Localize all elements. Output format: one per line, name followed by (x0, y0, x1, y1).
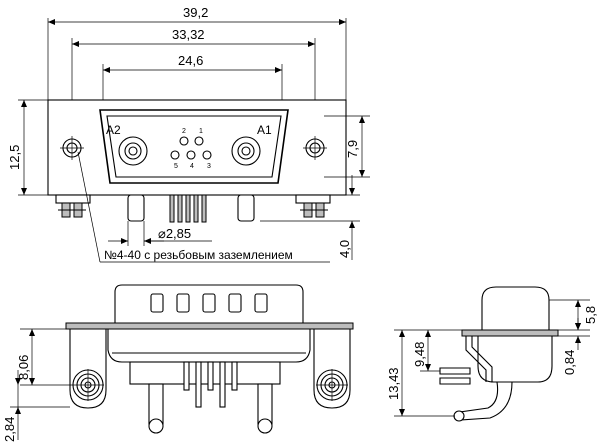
front-flange (65, 322, 354, 330)
d-shell-outer (99, 109, 289, 184)
dim-5-8: 5,8 (583, 306, 598, 324)
top-view: 39,2 33,32 24,6 12,5 A2 A1 (7, 5, 370, 263)
side-flange (461, 329, 559, 337)
dim-diameter-2-85: ⌀2,85 (158, 226, 191, 241)
pin-number: 4 (190, 163, 194, 170)
dim-7-9: 7,9 (345, 140, 360, 158)
pin-number: 2 (182, 128, 186, 135)
label-a1: A1 (257, 123, 272, 137)
grounding-note: №4-40 с резьбовым заземлением (104, 248, 293, 262)
dim-24-6: 24,6 (178, 53, 203, 68)
pin-1 (194, 136, 204, 146)
contact-a2 (118, 136, 148, 166)
board-lock-right (300, 202, 328, 218)
pin-number: 5 (174, 163, 178, 170)
signal-pin-tails (169, 194, 207, 223)
threaded-insert-left (72, 369, 104, 401)
d-shell-inner (106, 115, 282, 178)
front-view: 8,06 2,84 (2, 284, 354, 442)
threaded-insert-right (316, 369, 348, 401)
dim-2-84: 2,84 (2, 417, 17, 442)
pin-number: 1 (199, 128, 203, 135)
front-signal-pins (183, 361, 238, 408)
dim-39-2: 39,2 (183, 5, 208, 20)
board-lock-left (58, 202, 86, 218)
pin-a2-tail (127, 194, 145, 222)
dim-8-06: 8,06 (16, 355, 31, 380)
label-a2: A2 (106, 123, 121, 137)
side-bent-pin (459, 381, 513, 421)
bracket-right (313, 328, 351, 409)
dim-33-32: 33,32 (172, 27, 205, 42)
dim-12-5: 12,5 (7, 145, 22, 170)
pin-3 (202, 150, 212, 160)
contact-a1 (231, 136, 261, 166)
bracket-left (69, 328, 107, 409)
pin-a1-tail (237, 194, 255, 222)
dim-0-84: 0,84 (562, 350, 577, 375)
pin-number: 3 (207, 163, 211, 170)
front-pin-a2 (148, 383, 164, 434)
dim-13-43: 13,43 (386, 367, 401, 400)
pin-2 (179, 136, 189, 146)
leader-line (77, 151, 101, 263)
front-pin-a1 (257, 383, 273, 434)
side-view: 5,8 0,84 13,43 9,48 (386, 286, 598, 422)
dim-9-48: 9,48 (412, 342, 427, 367)
pin-5 (170, 150, 180, 160)
pin-4 (186, 150, 196, 160)
dim-4-0: 4,0 (337, 240, 352, 258)
side-shell (481, 286, 550, 331)
top-flange (47, 99, 347, 196)
